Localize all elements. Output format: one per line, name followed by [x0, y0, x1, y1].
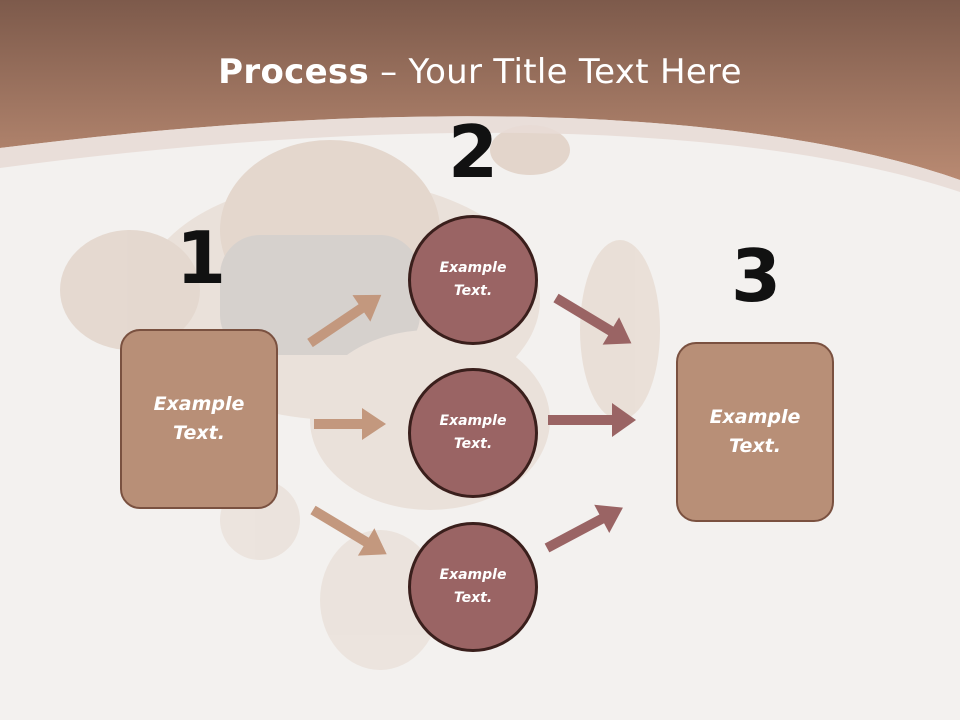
left-box-line1: Example [153, 393, 245, 415]
circle-middle: Example Text. [408, 368, 538, 498]
circle-top: Example Text. [408, 215, 538, 345]
circle-bottom-line2: Text. [453, 590, 493, 606]
circle-top-line2: Text. [453, 283, 493, 299]
arrow-right-up [544, 504, 623, 553]
left-box-line2: Text. [173, 422, 225, 444]
arrow-left-down [310, 505, 387, 556]
circle-middle-line1: Example [439, 413, 507, 429]
right-box-line2: Text. [729, 435, 781, 457]
left-box: Example Text. [120, 329, 278, 509]
slide-title: Process – Your Title Text Here [0, 52, 960, 92]
circle-bottom: Example Text. [408, 522, 538, 652]
title-rest: – Your Title Text Here [369, 52, 742, 92]
step-number-2: 2 [448, 110, 499, 194]
arrow-left-middle [314, 408, 386, 440]
arrow-right-middle [548, 403, 636, 437]
title-bold: Process [218, 52, 370, 92]
right-box: Example Text. [676, 342, 834, 522]
step-number-3: 3 [731, 234, 782, 318]
arrow-right-down [553, 293, 632, 345]
circle-bottom-line1: Example [439, 567, 507, 583]
right-box-line1: Example [709, 406, 801, 428]
arrow-left-up [307, 294, 382, 348]
circle-top-line1: Example [439, 260, 507, 276]
step-number-1: 1 [176, 216, 227, 300]
circle-middle-line2: Text. [453, 436, 493, 452]
